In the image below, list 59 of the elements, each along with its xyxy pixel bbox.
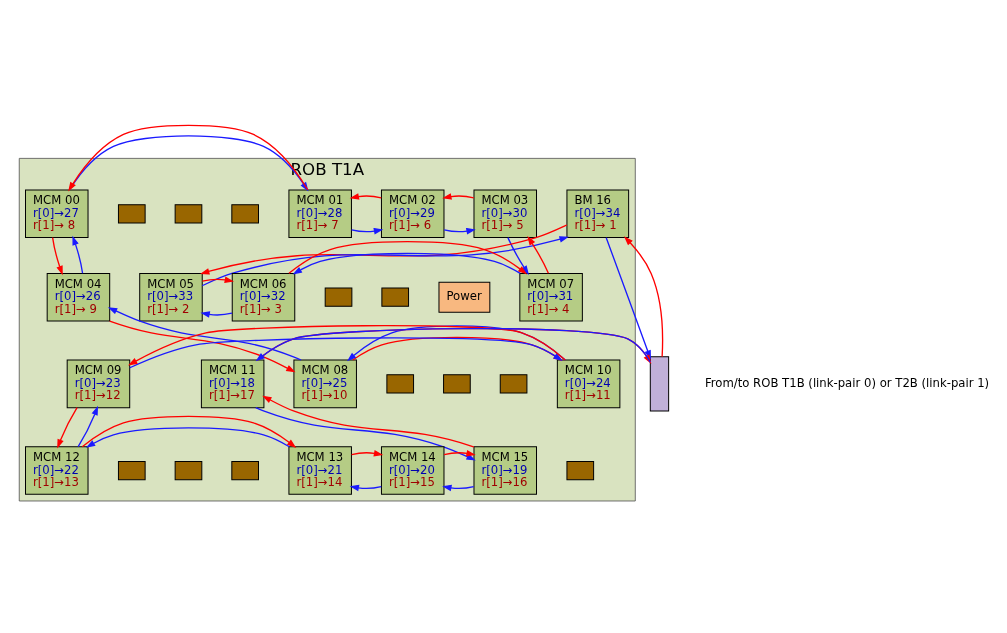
arrow <box>261 395 474 448</box>
arrow <box>108 320 295 373</box>
node-box: MCM 03 r[0]→30 r[1]→ 5 <box>473 189 537 239</box>
arrow <box>526 235 549 274</box>
node-box: MCM 02 r[0]→29 r[1]→ 6 <box>380 189 444 239</box>
node-box: MCM 09 r[0]→23 r[1]→12 <box>66 359 130 409</box>
arrow <box>623 236 663 358</box>
arrow <box>349 484 382 492</box>
node-box <box>174 460 202 481</box>
arrow <box>605 237 651 360</box>
arrow <box>51 236 63 276</box>
node-box: MCM 01 r[0]→28 r[1]→ 7 <box>287 189 352 239</box>
node-box: MCM 05 r[0]→33 r[1]→ 2 <box>138 272 203 322</box>
node-box: MCM 14 r[0]→20 r[1]→15 <box>380 446 444 495</box>
node-box <box>499 374 527 394</box>
node-box: MCM 12 r[0]→22 r[1]→13 <box>24 446 88 495</box>
arrow <box>107 307 302 361</box>
node-box <box>230 204 259 224</box>
arrow <box>85 427 290 448</box>
node-box <box>117 204 146 224</box>
arrow <box>77 405 98 448</box>
arrow <box>71 235 83 274</box>
node-box: MCM 04 r[0]→26 r[1]→ 9 <box>46 272 110 322</box>
arrow <box>56 407 78 449</box>
node-box <box>380 287 409 307</box>
node-box <box>385 374 414 394</box>
arrow <box>292 252 521 275</box>
node-box: MCM 06 r[0]→32 r[1]→ 3 <box>231 272 295 322</box>
arrow <box>506 236 529 275</box>
arrow <box>81 415 296 448</box>
arrow <box>443 450 476 457</box>
node-box: BM 16 r[0]→34 r[1]→ 1 <box>565 189 629 239</box>
node-box: MCM 00 r[0]→27 r[1]→ 8 <box>24 189 88 239</box>
node-box <box>442 374 471 394</box>
node-box <box>230 460 259 481</box>
arrow <box>350 227 383 235</box>
arrow <box>287 241 527 275</box>
node-box: MCM 08 r[0]→25 r[1]→10 <box>292 359 357 409</box>
node-box <box>565 460 594 481</box>
node-box: MCM 15 r[0]→19 r[1]→16 <box>473 446 537 495</box>
node-box <box>649 356 669 412</box>
arrow <box>199 311 233 318</box>
node-box: MCM 13 r[0]→21 r[1]→14 <box>287 446 352 495</box>
node-box: MCM 10 r[0]→24 r[1]→11 <box>556 359 620 409</box>
arrow <box>441 193 474 200</box>
node-box: MCM 11 r[0]→18 r[1]→17 <box>200 359 264 409</box>
label: From/to ROB T1B (link-pair 0) or T2B (link-pair 1) <box>704 375 989 390</box>
arrow <box>441 484 474 492</box>
arrow <box>349 193 382 200</box>
node-box: MCM 07 r[0]→31 r[1]→ 4 <box>518 272 583 322</box>
arrow <box>350 450 383 457</box>
node-box <box>117 460 146 481</box>
arrow <box>254 407 476 461</box>
node-box <box>174 204 202 224</box>
arrow <box>443 227 476 235</box>
arrow <box>201 236 569 287</box>
node-box <box>324 287 352 307</box>
node-box: Power <box>438 281 490 313</box>
arrow <box>201 276 234 283</box>
